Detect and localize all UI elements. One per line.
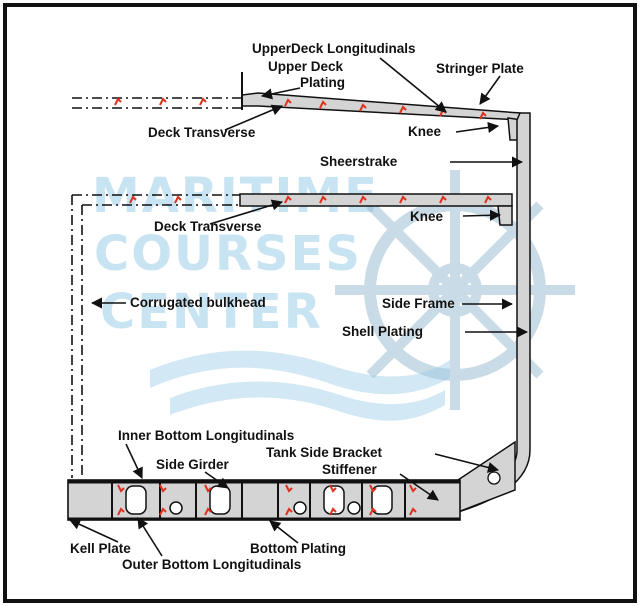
ship-wheel-watermark: [335, 170, 575, 410]
label-shell-plating: Shell Plating: [342, 324, 424, 339]
floor-openings: [125, 485, 393, 515]
label-tank-side-bracket: Tank Side Bracket: [266, 445, 383, 460]
label-deck-transverse-upper: Deck Transverse: [148, 125, 256, 140]
corrugated-bulkhead: [71, 195, 83, 478]
label-upper-deck-plating-2: Plating: [300, 75, 346, 90]
label-inner-bottom-longitudinals: Inner Bottom Longitudinals: [118, 428, 295, 443]
label-upperdeck-longitudinals: UpperDeck Longitudinals: [252, 41, 416, 56]
label-kell-plate: Kell Plate: [70, 541, 131, 556]
bracket-lightening-hole: [487, 471, 501, 485]
label-outer-bottom-longitudinals: Outer Bottom Longitudinals: [122, 557, 302, 572]
label-stringer-plate: Stringer Plate: [436, 61, 524, 76]
label-bottom-plating: Bottom Plating: [250, 541, 346, 556]
label-knee-upper: Knee: [408, 124, 442, 139]
label-side-frame: Side Frame: [382, 296, 455, 311]
watermark-line-3: CENTER: [100, 284, 323, 340]
girders: [111, 482, 406, 519]
label-stiffener: Stiffener: [322, 462, 377, 477]
tween-deck-plating: [239, 193, 513, 207]
lower-knee: [497, 205, 513, 226]
label-corrugated-bulkhead: Corrugated bulkhead: [130, 295, 266, 310]
watermark-line-2: COURSES: [94, 226, 362, 282]
centerline-upper: [72, 97, 242, 109]
tank-side-bracket: [457, 440, 516, 514]
label-deck-transverse-lower: Deck Transverse: [154, 219, 262, 234]
upper-deck-plating: [241, 92, 521, 121]
label-sheerstrake: Sheerstrake: [320, 154, 398, 169]
label-side-girder: Side Girder: [156, 457, 229, 472]
centerline-lower: [72, 194, 240, 206]
longitudinal-markers: [114, 97, 492, 516]
label-upper-deck-plating-1: Upper Deck: [268, 59, 344, 74]
leader-lines: [68, 57, 529, 557]
label-knee-lower: Knee: [410, 209, 444, 224]
wave-watermark: [150, 350, 450, 421]
